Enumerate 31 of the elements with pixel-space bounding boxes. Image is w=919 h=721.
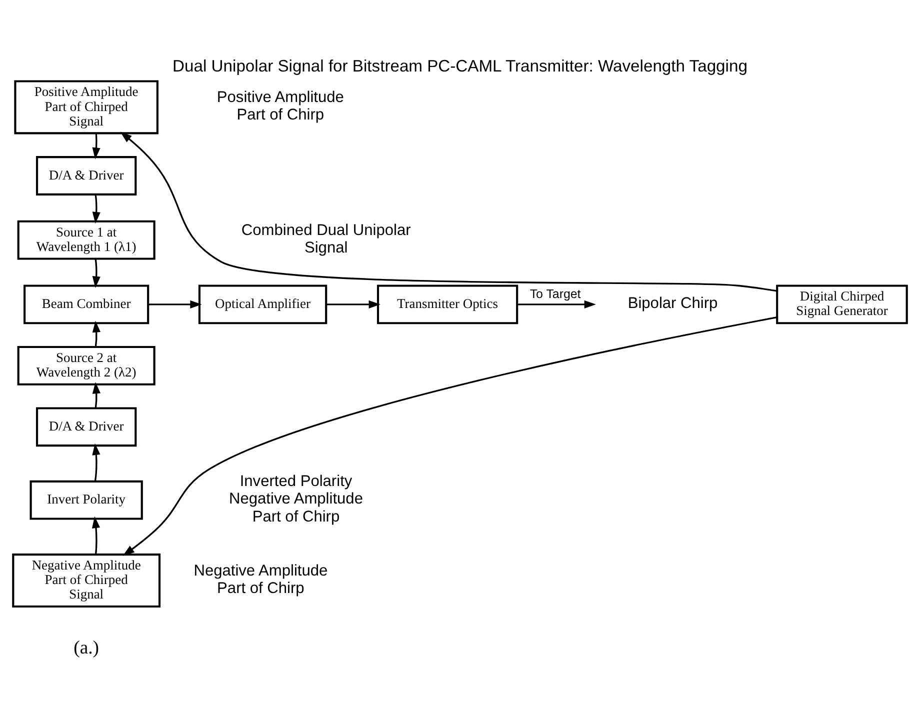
diagram-title: Dual Unipolar Signal for Bitstream PC-CAML Transmitter: Wavelength Tagging [172,56,747,76]
node-box: Transmitter Optics [376,284,518,324]
label: Combined Dual Unipolar Signal [240,221,410,256]
arrow [92,381,100,408]
caption: (a.) [73,637,99,658]
arrow [91,516,100,554]
arrow [120,131,777,292]
arrow [92,442,100,481]
label: Positive Amplitude Part of Chirp [216,88,344,124]
arrow [148,300,202,308]
arrow [92,320,100,346]
node-box: Invert Polarity [29,480,142,520]
node-box: D/A & Driver [35,156,136,195]
arrow [92,132,100,159]
node-box: Positive Amplitude Part of Chirped Signal [14,80,158,134]
label: Negative Amplitude Part of Chirp [193,562,328,596]
node-box: Source 1 at Wavelength 1 (λ1) [16,220,155,260]
node-box: Source 2 at Wavelength 2 (λ2) [16,345,155,385]
arrow [122,316,777,556]
edge-label: To Target [529,286,580,300]
arrow [92,194,100,224]
arrow [326,300,380,308]
node-box: Beam Combiner [23,284,149,324]
arrow [92,258,100,288]
node-box: Optical Amplifier [198,284,327,324]
node-box: D/A & Driver [35,406,136,446]
label: Inverted Polarity Negative Amplitude Part of Chirp [228,472,362,525]
node-box: Negative Amplitude Part of Chirped Signal [12,553,160,608]
node-box: Digital Chirped Signal Generator [776,284,908,324]
arrow [516,300,596,308]
label: Bipolar Chirp [627,294,718,312]
